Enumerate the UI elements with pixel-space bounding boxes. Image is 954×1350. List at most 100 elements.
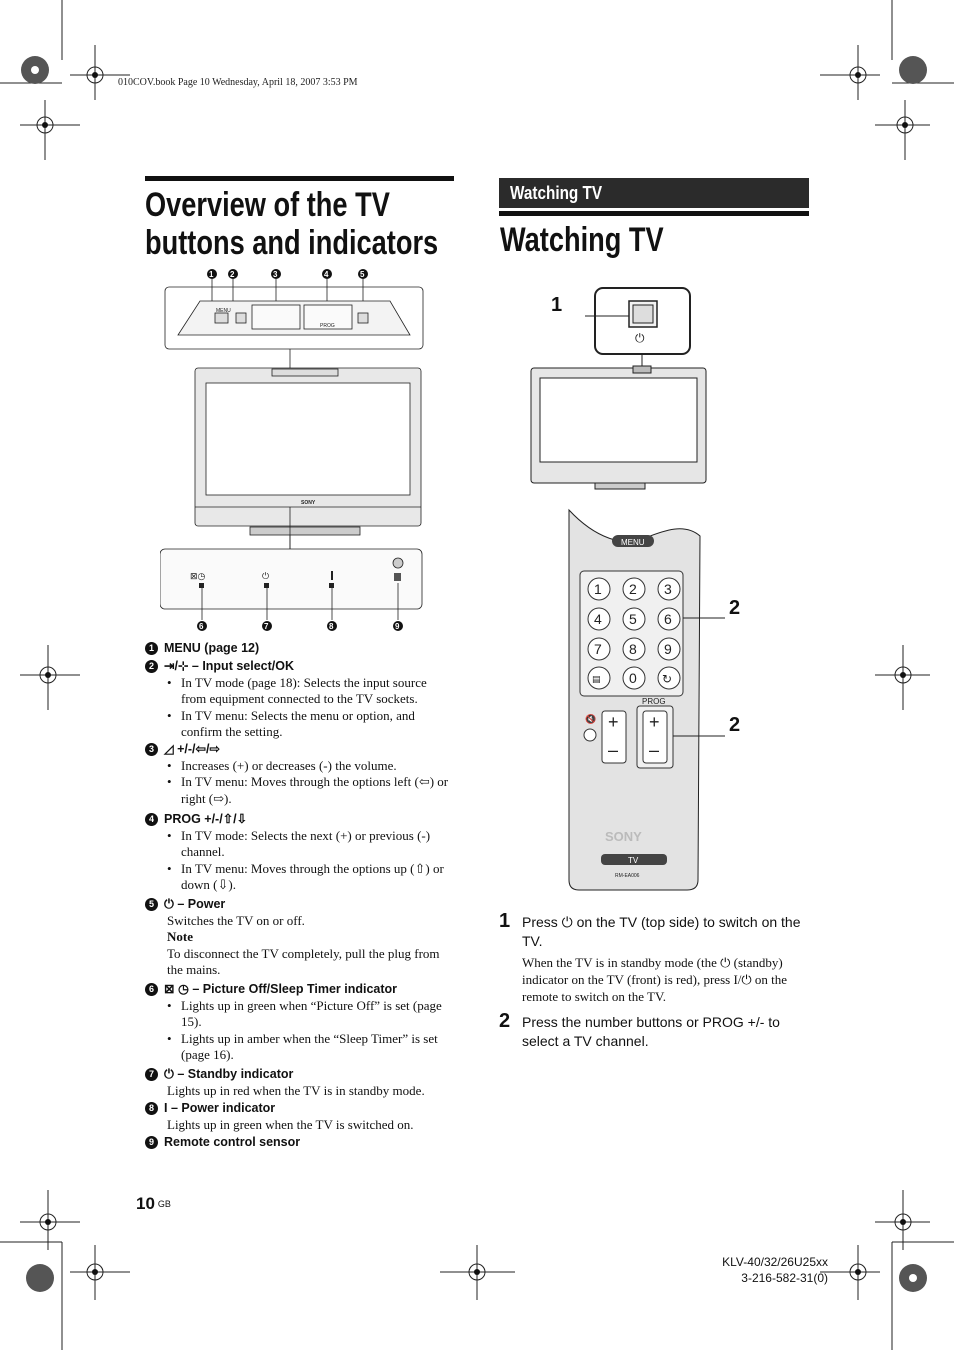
key-6: 6 <box>664 611 672 627</box>
callout-5: 5 <box>360 270 365 279</box>
callout-6: 6 <box>199 622 204 631</box>
page-title-right: Watching TV <box>500 221 664 259</box>
item-heading: ◿ +/-/⇦/⇨ <box>164 742 220 756</box>
item-heading: ⏻ – Standby indicator <box>164 1067 294 1081</box>
page-title-left: Overview of the TV buttons and indicator… <box>145 186 481 262</box>
callout-9: 9 <box>395 622 400 631</box>
item-heading: Remote control sensor <box>164 1135 301 1149</box>
item-text: Lights up in red when the TV is in stand… <box>167 1082 425 1098</box>
mute-icon: 🔇 <box>585 713 596 725</box>
step-number-1: 1 <box>499 910 511 932</box>
model-line-1: KLV-40/32/26U25xx <box>722 1255 828 1269</box>
svg-text:–: – <box>608 740 618 760</box>
item-text: Lights up in green when the TV is switch… <box>167 1116 414 1132</box>
tv-overview-diagram: 1 2 3 4 5 MENU PROG SONY ⊠◷ ⏻ <box>160 269 424 631</box>
item-number: 3 <box>145 743 158 756</box>
item-heading: ⏻ – Power <box>164 897 226 911</box>
remote-brand-text: SONY <box>605 829 642 844</box>
tv-power-icon: ⏻ <box>635 331 645 345</box>
step-1-detail: When the TV is in standby mode (the ⏻ (s… <box>522 955 788 1004</box>
item-power: 5 ⏻ – Power Switches the TV on or off. No… <box>145 896 455 979</box>
section-bar-label: Watching TV <box>510 183 603 203</box>
left-title-rule <box>145 176 454 181</box>
section-rule <box>499 211 809 216</box>
callout-4: 4 <box>324 270 329 279</box>
item-number: 5 <box>145 898 158 911</box>
key-1: 1 <box>594 581 602 597</box>
item-heading: ⊠ ◷ – Picture Off/Sleep Timer indicator <box>164 982 398 996</box>
sensor-icon <box>392 557 404 569</box>
item-heading: ⇥/⊹ – Input select/OK <box>164 659 294 673</box>
item-number: 4 <box>145 813 158 826</box>
item-power-indicator: 8 I – Power indicator Lights up in green … <box>145 1100 455 1133</box>
note-title: Note <box>167 929 193 944</box>
tv-menu-text: MENU <box>216 308 231 314</box>
bullet: In TV mode: Selects the next (+) or prev… <box>167 828 455 861</box>
item-input-select: 2 ⇥/⊹ – Input select/OK In TV mode (page … <box>145 658 455 741</box>
step-number-2: 2 <box>499 1010 511 1032</box>
teletext-icon: ▤ <box>592 675 601 685</box>
item-number: 8 <box>145 1102 158 1115</box>
model-info: KLV-40/32/26U25xx 3-216-582-31(0) <box>700 1254 828 1286</box>
callout-1: 1 <box>209 270 214 279</box>
key-0: 0 <box>629 670 637 686</box>
section-bar: Watching TV <box>499 178 809 208</box>
bullet: Lights up in green when “Picture Off” is… <box>167 998 455 1031</box>
model-line-2: 3-216-582-31(0) <box>741 1271 828 1285</box>
note-text: To disconnect the TV completely, pull th… <box>167 945 440 978</box>
callout-7: 7 <box>264 622 269 631</box>
standby-icon: ⏻ <box>262 571 269 582</box>
title-line-2: buttons and indicators <box>145 224 439 262</box>
svg-text:–: – <box>649 740 659 760</box>
svg-text:+: + <box>649 712 660 732</box>
item-heading: PROG +/-/⇧/⇩ <box>164 812 248 826</box>
item-standby: 7 ⏻ – Standby indicator Lights up in red … <box>145 1066 455 1099</box>
key-5: 5 <box>629 611 637 627</box>
picture-off-icon: ⊠◷ <box>190 572 206 582</box>
bullet: In TV menu: Selects the menu or option, … <box>167 708 455 741</box>
jump-icon: ↻ <box>662 672 672 686</box>
item-menu: 1 MENU (page 12) <box>145 640 455 657</box>
bullet: In TV menu: Moves through the options le… <box>167 774 455 807</box>
tv-brand-text: SONY <box>301 500 316 506</box>
bullet: In TV mode (page 18): Selects the input … <box>167 675 455 708</box>
item-heading: I – Power indicator <box>164 1101 276 1115</box>
page-number-value: 10 <box>136 1194 155 1213</box>
key-3: 3 <box>664 581 672 597</box>
remote-model-text: RM-EA006 <box>615 873 640 879</box>
item-volume: 3 ◿ +/-/⇦/⇨ Increases (+) or decreases (-… <box>145 741 455 807</box>
item-prog: 4 PROG +/-/⇧/⇩ In TV mode: Selects the ne… <box>145 811 455 894</box>
remote-menu-text: MENU <box>621 538 645 547</box>
item-text: Switches the TV on or off. <box>167 912 305 928</box>
key-4: 4 <box>594 611 602 627</box>
item-heading: MENU (page 12) <box>164 641 260 655</box>
tv-front-illustration: ⏻ <box>530 287 707 490</box>
label-step-2-numbers: 2 <box>729 597 741 619</box>
page-suffix: GB <box>157 1199 171 1209</box>
remote-prog-text: PROG <box>642 697 666 706</box>
step-2-text: Press the number buttons or PROG +/- to … <box>522 1014 780 1049</box>
key-8: 8 <box>629 641 637 657</box>
item-number: 2 <box>145 660 158 673</box>
svg-text:+: + <box>608 712 619 732</box>
bullet: Increases (+) or decreases (-) the volum… <box>167 758 455 775</box>
remote-tv-text: TV <box>628 856 639 865</box>
item-number: 1 <box>145 642 158 655</box>
remote-illustration: MENU 1 2 3 4 5 6 7 8 9 0 ▤ ↻ + – + – PRO… <box>568 508 725 891</box>
item-number: 6 <box>145 983 158 996</box>
item-picture-off: 6 ⊠ ◷ – Picture Off/Sleep Timer indicator… <box>145 981 455 1064</box>
label-step-1: 1 <box>551 294 563 316</box>
callout-3: 3 <box>273 270 278 279</box>
power-indicator-icon <box>331 571 333 580</box>
key-9: 9 <box>664 641 672 657</box>
tv-prog-text: PROG <box>320 323 335 329</box>
item-number: 7 <box>145 1068 158 1081</box>
callout-8: 8 <box>329 622 334 631</box>
step-1-text: Press ⏻ on the TV (top side) to switch o… <box>522 914 801 949</box>
callout-2: 2 <box>230 270 235 279</box>
key-7: 7 <box>594 641 602 657</box>
item-number: 9 <box>145 1136 158 1149</box>
item-remote-sensor: 9 Remote control sensor <box>145 1134 455 1151</box>
